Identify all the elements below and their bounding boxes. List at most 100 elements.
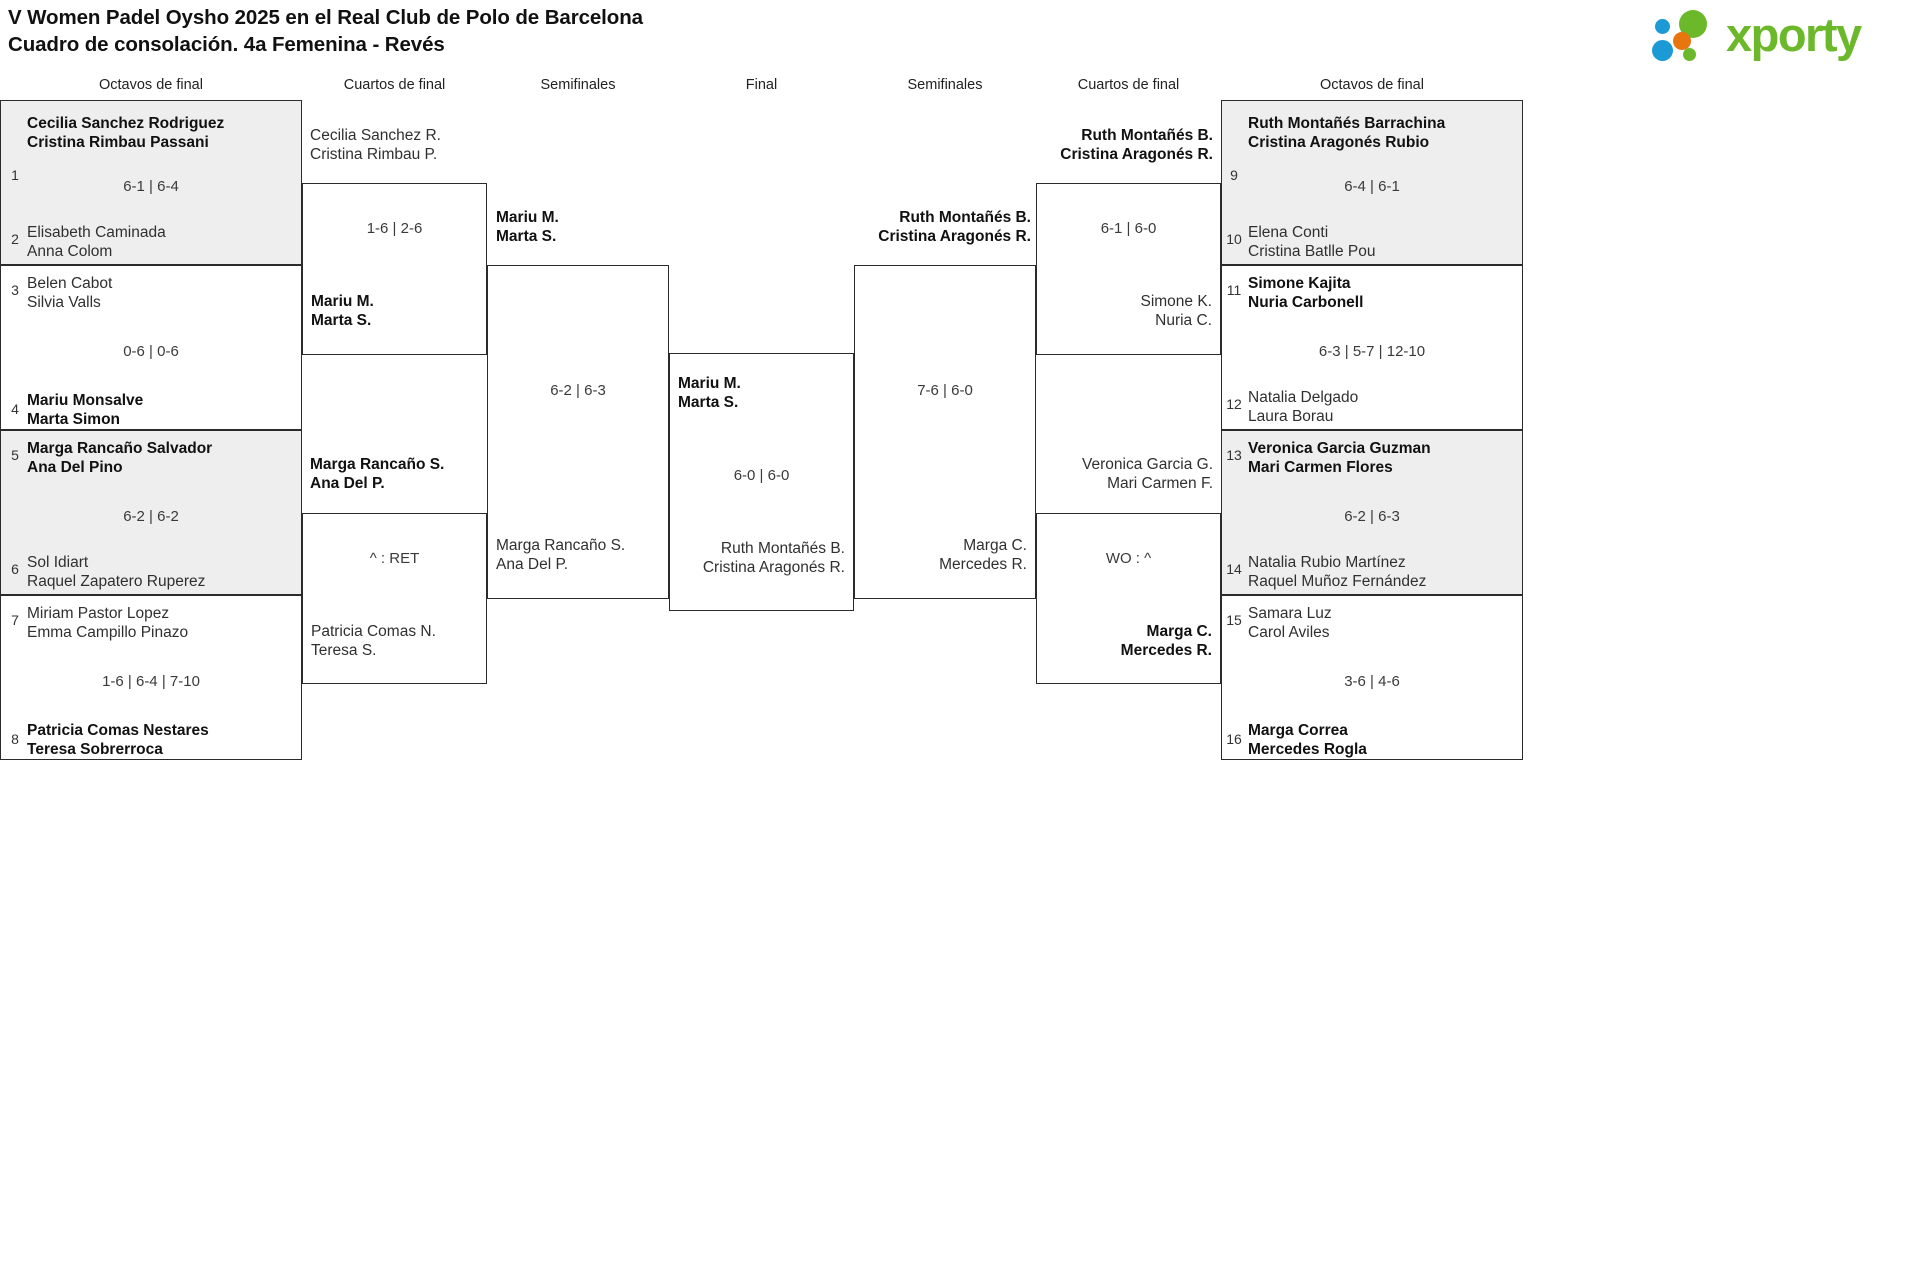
match-box-right-qf-2[interactable]: WO : ^ Marga C. Mercedes R. bbox=[1036, 513, 1221, 684]
match-box-right-r16-2[interactable]: 11 Simone Kajita Nuria Carbonell 6-3 | 5… bbox=[1221, 265, 1523, 430]
team-player-1: Belen Cabot bbox=[27, 275, 113, 292]
match-score: WO : ^ bbox=[1105, 550, 1152, 567]
final-team-bottom-player-1: Ruth Montañés B. bbox=[720, 540, 845, 557]
seed-number: 9 bbox=[1230, 167, 1238, 183]
tournament-title-line-2: Cuadro de consolación. 4a Femenina - Rev… bbox=[8, 33, 445, 56]
advancing-team-player-1: Ruth Montañés B. bbox=[1081, 127, 1213, 144]
seed-number: 6 bbox=[11, 561, 19, 577]
logo-wordmark: xporty bbox=[1726, 8, 1862, 61]
match-score: 6-0 | 6-0 bbox=[733, 467, 790, 484]
advancing-team-player-2: Mercedes R. bbox=[1120, 642, 1212, 659]
match-box-left-qf-1[interactable]: 1-6 | 2-6 Mariu M. Marta S. bbox=[302, 183, 487, 355]
advancing-team-player-2: Mercedes R. bbox=[939, 556, 1027, 573]
team-player-1: Cecilia Sanchez Rodriguez bbox=[27, 115, 225, 132]
seed-number: 5 bbox=[11, 447, 19, 463]
match-box-left-r16-4[interactable]: 7 Miriam Pastor Lopez Emma Campillo Pina… bbox=[0, 595, 302, 760]
logo-dot-blue-small bbox=[1655, 19, 1670, 34]
advancing-team-player-2: Cristina Aragonés R. bbox=[1060, 146, 1213, 163]
advancing-team-player-2: Mari Carmen F. bbox=[1107, 475, 1213, 492]
match-box-right-r16-1[interactable]: 9 Ruth Montañés Barrachina Cristina Arag… bbox=[1221, 100, 1523, 265]
match-score: ^ : RET bbox=[369, 550, 420, 567]
final-team-top-player-1: Mariu M. bbox=[678, 375, 741, 392]
advancing-team-player-1: Mariu M. bbox=[311, 293, 374, 310]
match-box-right-r16-3[interactable]: 13 Veronica Garcia Guzman Mari Carmen Fl… bbox=[1221, 430, 1523, 595]
match-score: 6-2 | 6-3 bbox=[550, 382, 606, 399]
team-player-1: Patricia Comas Nestares bbox=[27, 722, 209, 739]
advancing-team-player-2: Ana Del P. bbox=[496, 556, 569, 573]
advancing-team-player-1: Ruth Montañés B. bbox=[899, 209, 1031, 226]
match-box-left-r16-1[interactable]: 1 Cecilia Sanchez Rodriguez Cristina Rim… bbox=[0, 100, 302, 265]
logo-dot-orange bbox=[1673, 32, 1691, 50]
seed-number: 12 bbox=[1226, 396, 1242, 412]
team-player-1: Miriam Pastor Lopez bbox=[27, 605, 170, 622]
round-header-left-sf: Semifinales bbox=[540, 77, 616, 93]
seed-number: 2 bbox=[11, 231, 19, 247]
team-player-2: Anna Colom bbox=[27, 243, 113, 260]
logo-dots-icon bbox=[1652, 10, 1724, 62]
team-player-2: Raquel Muñoz Fernández bbox=[1248, 573, 1427, 590]
seed-number: 15 bbox=[1226, 612, 1242, 628]
advancing-team-player-1: Cecilia Sanchez R. bbox=[310, 127, 441, 144]
seed-number: 3 bbox=[11, 282, 19, 298]
team-player-2: Mercedes Rogla bbox=[1248, 741, 1367, 758]
match-box-final[interactable]: Mariu M. Marta S. 6-0 | 6-0 Ruth Montañé… bbox=[669, 353, 854, 611]
page-title: V Women Padel Oysho 2025 en el Real Club… bbox=[8, 4, 1208, 58]
team-player-1: Elisabeth Caminada bbox=[27, 224, 166, 241]
team-player-1: Sol Idiart bbox=[27, 554, 89, 571]
final-team-top-player-2: Marta S. bbox=[678, 394, 739, 411]
xporty-logo[interactable]: xporty bbox=[1652, 6, 1902, 64]
advancing-team-player-1: Mariu M. bbox=[496, 209, 559, 226]
match-score: 6-2 | 6-3 bbox=[1344, 508, 1400, 525]
match-score: 1-6 | 6-4 | 7-10 bbox=[102, 673, 200, 690]
team-player-1: Veronica Garcia Guzman bbox=[1248, 440, 1431, 457]
advancing-team-player-2: Cristina Aragonés R. bbox=[878, 228, 1031, 245]
match-score: 6-4 | 6-1 bbox=[1344, 178, 1400, 195]
match-box-left-r16-2[interactable]: 3 Belen Cabot Silvia Valls 0-6 | 0-6 4 M… bbox=[0, 265, 302, 430]
seed-number: 11 bbox=[1226, 282, 1242, 298]
round-header-left-qf: Cuartos de final bbox=[343, 77, 446, 93]
match-box-left-sf-1[interactable]: 6-2 | 6-3 Marga Rancaño S. Ana Del P. bbox=[487, 265, 669, 599]
team-player-2: Marta Simon bbox=[27, 411, 121, 428]
team-player-2: Cristina Aragonés Rubio bbox=[1248, 134, 1430, 151]
advancing-team-player-2: Nuria C. bbox=[1155, 312, 1212, 329]
logo-dot-blue-large bbox=[1652, 40, 1673, 61]
match-box-right-qf-1[interactable]: 6-1 | 6-0 Simone K. Nuria C. bbox=[1036, 183, 1221, 355]
advancing-team-player-1: Marga Rancaño S. bbox=[496, 537, 626, 554]
match-score: 6-1 | 6-0 bbox=[1100, 220, 1157, 237]
match-box-left-qf-2[interactable]: ^ : RET Patricia Comas N. Teresa S. bbox=[302, 513, 487, 684]
match-box-left-r16-3[interactable]: 5 Marga Rancaño Salvador Ana Del Pino 6-… bbox=[0, 430, 302, 595]
seed-number: 14 bbox=[1226, 561, 1242, 577]
match-box-right-r16-4[interactable]: 15 Samara Luz Carol Aviles 3-6 | 4-6 16 … bbox=[1221, 595, 1523, 760]
advancing-team-player-1: Marga C. bbox=[963, 537, 1027, 554]
match-score: 3-6 | 4-6 bbox=[1344, 673, 1400, 690]
team-player-2: Nuria Carbonell bbox=[1248, 294, 1364, 311]
match-box-right-sf-1[interactable]: 7-6 | 6-0 Marga C. Mercedes R. bbox=[854, 265, 1036, 599]
team-player-2: Silvia Valls bbox=[27, 294, 101, 311]
team-player-2: Teresa Sobrerroca bbox=[27, 741, 163, 758]
match-score: 6-2 | 6-2 bbox=[123, 508, 179, 525]
round-header-right-sf: Semifinales bbox=[907, 77, 983, 93]
advancing-team-player-1: Marga Rancaño S. bbox=[310, 456, 445, 473]
advancing-team-player-2: Cristina Rimbau P. bbox=[310, 146, 438, 163]
team-player-2: Carol Aviles bbox=[1248, 624, 1330, 641]
seed-number: 8 bbox=[11, 731, 19, 747]
team-player-2: Ana Del Pino bbox=[27, 459, 123, 476]
round-header-right-qf: Cuartos de final bbox=[1077, 77, 1180, 93]
match-score: 0-6 | 0-6 bbox=[123, 343, 179, 360]
team-player-1: Natalia Delgado bbox=[1248, 389, 1359, 406]
team-player-2: Cristina Batlle Pou bbox=[1248, 243, 1376, 260]
team-player-1: Samara Luz bbox=[1248, 605, 1332, 622]
team-player-2: Laura Borau bbox=[1248, 408, 1334, 425]
advancing-team-player-1: Simone K. bbox=[1140, 293, 1212, 310]
team-player-1: Natalia Rubio Martínez bbox=[1248, 554, 1406, 571]
team-player-2: Raquel Zapatero Ruperez bbox=[27, 573, 206, 590]
advancing-team-player-1: Veronica Garcia G. bbox=[1082, 456, 1213, 473]
advancing-team-player-2: Marta S. bbox=[496, 228, 557, 245]
match-score: 6-1 | 6-4 bbox=[123, 178, 179, 195]
round-header-final: Final bbox=[745, 77, 778, 93]
seed-number: 4 bbox=[11, 401, 19, 417]
logo-dot-green-small bbox=[1683, 48, 1696, 61]
final-team-bottom-player-2: Cristina Aragonés R. bbox=[702, 559, 845, 576]
team-player-2: Cristina Rimbau Passani bbox=[27, 134, 209, 151]
advancing-team-player-2: Marta S. bbox=[311, 312, 372, 329]
